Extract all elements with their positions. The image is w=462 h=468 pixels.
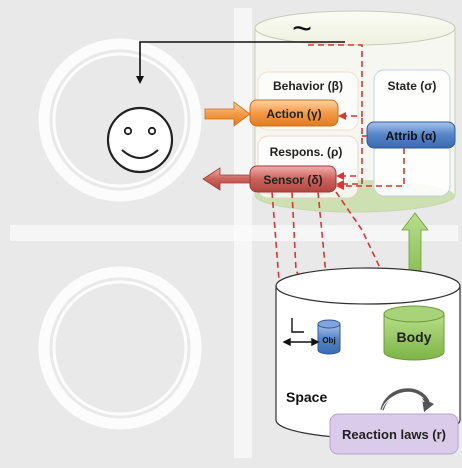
behavior-label: Behavior (β) (273, 79, 343, 93)
tilde-symbol: ~ (292, 10, 312, 48)
attrib-box[interactable] (366, 121, 456, 149)
body-label: Body (397, 329, 432, 345)
action-input-arrow (204, 101, 251, 127)
reaction-laws-box[interactable] (329, 413, 459, 455)
attrib-label: Attrib (α) (386, 129, 437, 143)
space-label: Space (286, 389, 327, 405)
body-cylinder[interactable] (383, 305, 445, 361)
obj-range-indicator (282, 318, 320, 347)
action-label: Action (γ) (266, 107, 321, 121)
obj-label: Obj (322, 336, 335, 345)
reaction-laws-label: Reaction laws (r) (342, 427, 446, 442)
smiley-icon (106, 106, 174, 174)
sensor-output-arrow (202, 167, 251, 191)
obj-cylinder[interactable] (317, 319, 341, 355)
reaction-curved-arrow (380, 388, 434, 412)
sensor-label: Sensor (δ) (263, 173, 322, 187)
state-label: State (σ) (388, 79, 437, 93)
feedback-arrow (136, 41, 345, 84)
respons-label: Respons. (ρ) (270, 145, 343, 159)
